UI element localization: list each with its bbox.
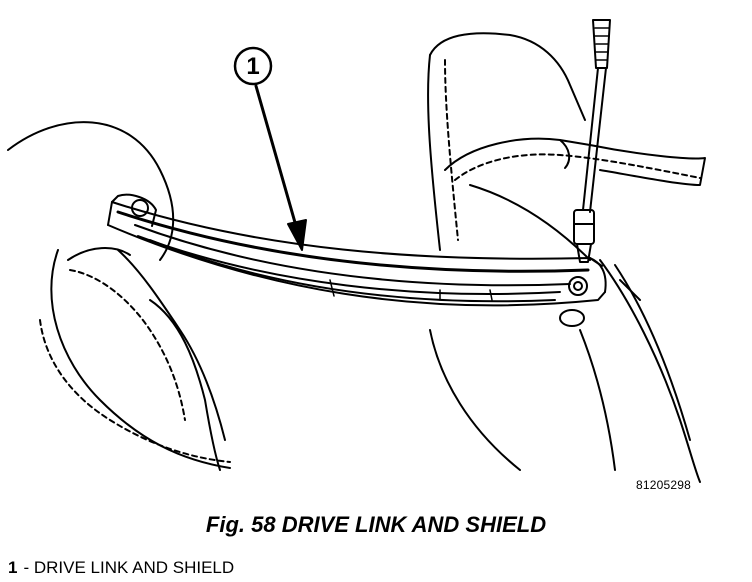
figure-caption: Fig. 58 DRIVE LINK AND SHIELD [205,512,547,537]
drive-link-and-shield [107,193,607,327]
left-cushion-outline [7,121,231,471]
legend-item-separator: - [23,558,30,577]
legend-item-label: DRIVE LINK AND SHIELD [33,558,235,577]
drive-link-illustration: 1 [7,19,706,483]
figure-id: 81205298 [636,478,691,492]
callout-leader-1 [254,84,307,251]
callout-1: 1 [233,46,273,86]
legend-item-number: 1 [8,558,18,577]
callout-1-number: 1 [246,53,259,80]
right-bracket-outline [427,32,706,483]
legend-item: 1- DRIVE LINK AND SHIELD [8,558,234,578]
threaded-rod [573,19,611,263]
